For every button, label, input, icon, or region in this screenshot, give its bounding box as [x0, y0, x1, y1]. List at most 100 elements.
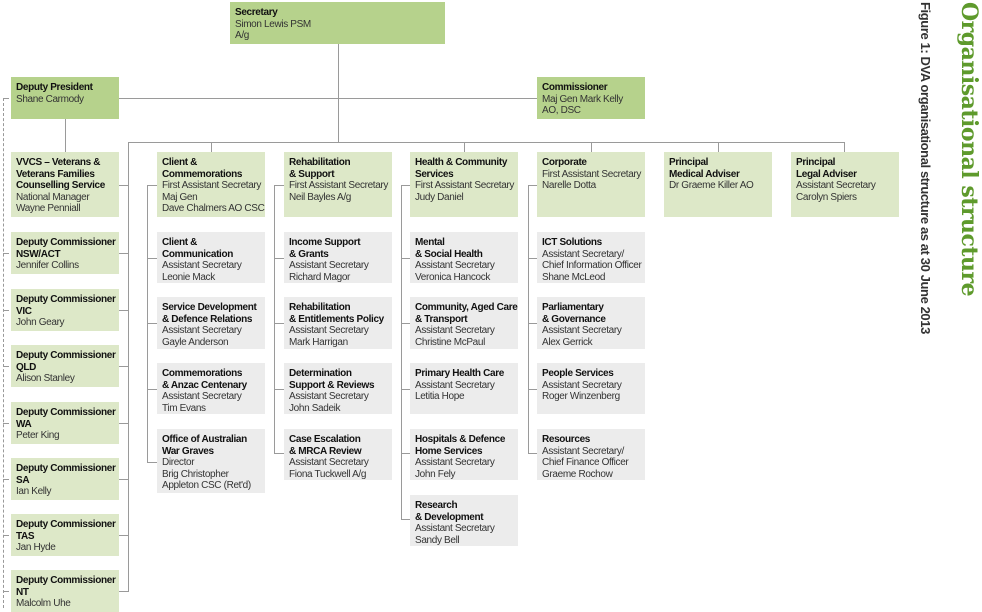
- unit-name: Commemorations: [162, 168, 243, 180]
- position-holder: Leonie Mack: [162, 271, 215, 283]
- dashed-connector: [3, 366, 9, 367]
- position-holder: Roger Winzenberg: [542, 391, 620, 403]
- connector-line: [211, 142, 212, 152]
- position-holder: Veronica Hancock: [415, 271, 491, 283]
- connector-line: [528, 323, 538, 324]
- unit-name: Commemorations: [162, 368, 243, 379]
- position-holder: Judy Daniel: [415, 191, 464, 203]
- unit-name: & Development: [415, 511, 484, 523]
- connector-line: [147, 462, 157, 463]
- connector-line: [147, 323, 157, 324]
- position-holder: Maj Gen Mark Kelly: [542, 93, 623, 105]
- connector-line: [119, 310, 128, 311]
- position-holder: Assistant Secretary: [162, 260, 242, 272]
- unit-name: NT: [16, 586, 29, 598]
- unit-name: Legal Adviser: [796, 168, 857, 180]
- position-holder: Malcolm Uhe: [16, 598, 71, 610]
- connector-line: [528, 185, 529, 454]
- connector-line: [401, 389, 411, 390]
- position-holder: Jan Hyde: [16, 542, 56, 554]
- unit-name: & Grants: [289, 248, 329, 260]
- position-holder: First Assistant Secretary: [289, 180, 389, 192]
- position-holder: Assistant Secretary: [542, 325, 622, 337]
- connector-line: [528, 258, 538, 259]
- position-holder: Assistant Secretary: [289, 260, 369, 272]
- unit-name: Client &: [162, 157, 197, 168]
- position-holder: Assistant Secretary: [796, 180, 876, 192]
- unit-name: Commissioner: [542, 82, 608, 93]
- connector-line: [844, 142, 845, 152]
- unit-name: Communication: [162, 248, 234, 260]
- position-holder: Peter King: [16, 430, 60, 442]
- unit-name: SA: [16, 474, 30, 486]
- unit-name: & Anzac Centenary: [162, 379, 247, 391]
- connector-line: [401, 519, 411, 520]
- position-holder: Chief Finance Officer: [542, 457, 629, 469]
- dashed-connector: [3, 98, 9, 99]
- position-holder: Christine McPaul: [415, 336, 485, 348]
- position-holder: Maj Gen: [162, 191, 198, 203]
- unit-name: Deputy Commissioner: [16, 350, 116, 361]
- position-holder: First Assistant Secretary: [415, 180, 515, 192]
- connector-line: [274, 323, 284, 324]
- figure-caption: Figure 1: DVA organisational structure a…: [918, 2, 933, 334]
- unit-name: & MRCA Review: [289, 445, 362, 457]
- position-holder: Chief Information Officer: [542, 260, 642, 272]
- unit-name: Parliamentary: [542, 302, 604, 313]
- connector-line: [119, 591, 128, 592]
- dashed-connector: [3, 535, 9, 536]
- connector-line: [119, 423, 128, 424]
- connector-line: [401, 185, 411, 186]
- connector-line: [591, 142, 592, 152]
- unit-name: Veterans Families: [16, 168, 95, 180]
- unit-name: Deputy Commissioner: [16, 407, 116, 418]
- connector-line: [119, 185, 128, 186]
- unit-name: Deputy Commissioner: [16, 294, 116, 305]
- position-holder: Assistant Secretary: [415, 325, 495, 337]
- unit-name: Rehabilitation: [289, 302, 351, 313]
- connector-line: [147, 389, 157, 390]
- position-holder: Alison Stanley: [16, 373, 75, 385]
- unit-name: Service Development: [162, 302, 257, 313]
- position-holder: Dave Chalmers AO CSC: [162, 203, 265, 215]
- unit-name: QLD: [16, 361, 37, 373]
- position-holder: Neil Bayles A/g: [289, 191, 352, 203]
- position-holder: Simon Lewis PSM: [235, 18, 311, 30]
- position-holder: John Sadeik: [289, 402, 341, 414]
- position-holder: Graeme Rochow: [542, 468, 613, 480]
- connector-line: [147, 185, 157, 186]
- position-holder: First Assistant Secretary: [542, 168, 642, 180]
- unit-name: Health & Community: [415, 157, 508, 168]
- position-holder: Assistant Secretary: [542, 379, 622, 391]
- connector-line: [528, 185, 538, 186]
- position-holder: Fiona Tuckwell A/g: [289, 468, 367, 480]
- unit-name: Counselling Service: [16, 180, 105, 192]
- dashed-connector: [3, 310, 9, 311]
- position-holder: Assistant Secretary: [415, 260, 495, 272]
- unit-name: Mental: [415, 237, 445, 248]
- unit-name: Home Services: [415, 445, 483, 457]
- position-holder: Appleton CSC (Ret'd): [162, 480, 251, 492]
- position-holder: Wayne Penniall: [16, 203, 81, 215]
- dashed-connector: [3, 591, 9, 592]
- unit-name: Services: [415, 168, 454, 180]
- position-holder: Director: [162, 457, 195, 469]
- connector-line: [274, 453, 284, 454]
- connector-line: [128, 142, 129, 592]
- unit-name: Secretary: [235, 7, 278, 18]
- connector-line: [528, 453, 538, 454]
- dashed-connector: [3, 98, 4, 608]
- connector-line: [274, 258, 284, 259]
